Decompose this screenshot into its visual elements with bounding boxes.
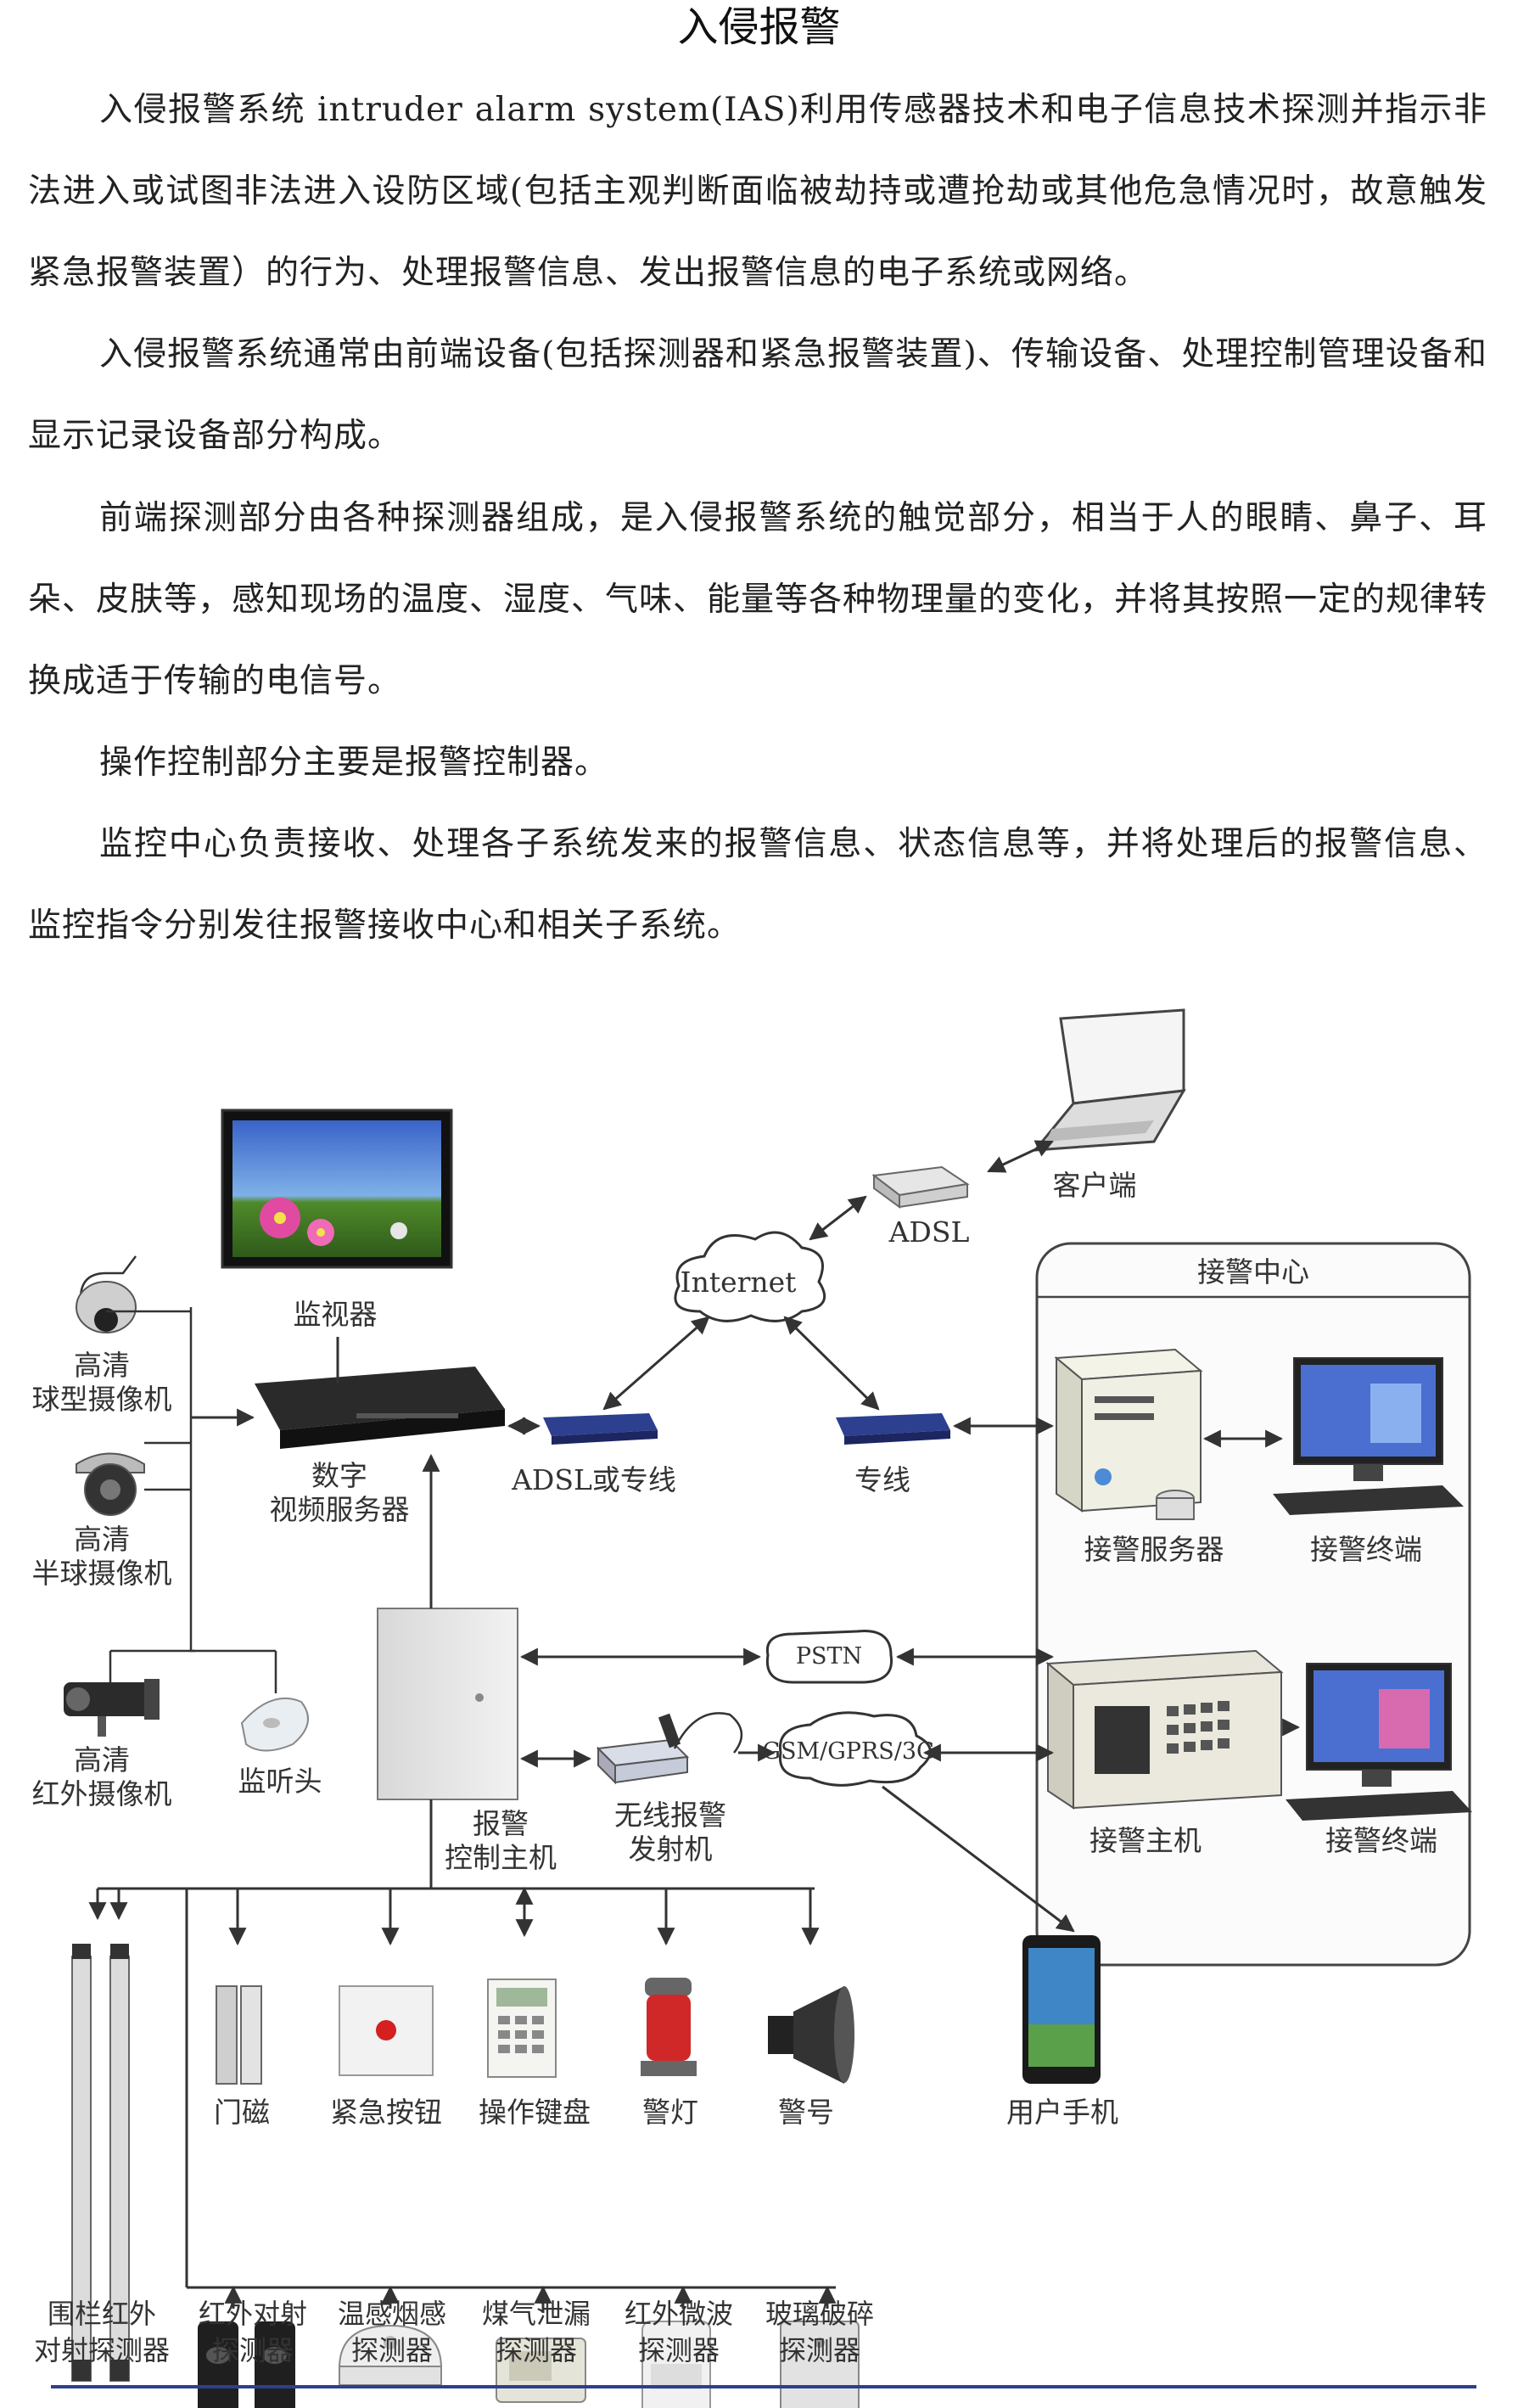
door-magnet-icon — [216, 1985, 262, 2085]
gas-label-1: 煤气泄漏 — [482, 2298, 591, 2330]
gsm-label: GSM/GPRS/3G — [762, 1738, 934, 1765]
keypad-label: 操作键盘 — [479, 2096, 591, 2129]
ir-camera-label-1: 高清 — [74, 1743, 130, 1777]
receiving-terminal-1-icon — [1273, 1357, 1464, 1515]
alarm-lamp-label: 警灯 — [642, 2096, 698, 2129]
alarm-system-diagram: 接警中心 监视器 数字 视频服务器 高清 球型摄像机 高清 半球摄像机 高 — [32, 1008, 1472, 2408]
emergency-button-icon — [339, 1985, 434, 2076]
half-dome-camera-label-1: 高清 — [74, 1523, 130, 1556]
door-magnet-label: 门磁 — [214, 2096, 270, 2129]
video-server-icon — [255, 1367, 505, 1449]
ir-camera-icon — [64, 1679, 160, 1737]
receiving-server-icon — [1054, 1348, 1203, 1520]
wireless-transmitter-icon — [596, 1712, 742, 1785]
paragraph-1: 入侵报警系统 intruder alarm system(IAS)利用传感器技术… — [28, 91, 1487, 292]
user-phone-icon — [1022, 1935, 1101, 2084]
dome-camera-label-1: 高清 — [74, 1349, 130, 1382]
fence-infrared-detector-icon — [71, 1944, 130, 2382]
pir-label-2: 探测器 — [638, 2334, 720, 2366]
pir-label-1: 红外微波 — [625, 2298, 733, 2330]
wireless-label-2: 发射机 — [629, 1833, 713, 1866]
monitor-icon — [221, 1109, 453, 1269]
keypad-icon — [487, 1979, 557, 2078]
pickup-label: 监听头 — [238, 1765, 322, 1798]
page-title: 入侵报警 — [677, 3, 841, 51]
alarm-control-host-icon — [377, 1608, 518, 1800]
monitor-label: 监视器 — [294, 1298, 378, 1331]
alarm-host-label-2: 控制主机 — [445, 1841, 557, 1874]
glass-label-1: 玻璃破碎 — [765, 2298, 874, 2330]
video-server-label-1: 数字 — [311, 1459, 367, 1492]
wireless-label-1: 无线报警 — [614, 1799, 726, 1832]
user-phone-label: 用户手机 — [1006, 2096, 1118, 2129]
internet-label: Internet — [681, 1266, 797, 1299]
detector-labels: 围栏红外 对射探测器 红外对射 探测器 温感烟感 探测器 煤气泄漏 探测器 红外… — [34, 2298, 1476, 2388]
dome-camera-icon — [76, 1255, 137, 1333]
siren-icon — [768, 1986, 854, 2084]
adsl-label: ADSL — [888, 1215, 970, 1249]
ir-beam-label-1: 红外对射 — [199, 2298, 307, 2330]
smoke-label-2: 探测器 — [351, 2334, 433, 2366]
paragraph-3: 前端探测部分由各种探测器组成，是入侵报警系统的触觉部分，相当于人的眼睛、鼻子、耳… — [28, 499, 1488, 700]
glass-label-2: 探测器 — [779, 2334, 860, 2366]
receiving-host-icon — [1045, 1649, 1284, 1810]
internet-cloud — [674, 1231, 826, 1322]
adsl-line-label: ADSL或专线 — [511, 1463, 676, 1496]
pickup-icon — [240, 1697, 309, 1752]
smoke-detector-icon — [338, 2324, 443, 2386]
alarm-host-label-1: 报警 — [473, 1807, 529, 1840]
half-dome-camera-label-2: 半球摄像机 — [32, 1557, 172, 1590]
gas-label-2: 探测器 — [496, 2334, 577, 2366]
receiving-server-label: 接警服务器 — [1084, 1533, 1224, 1566]
emergency-button-label: 紧急按钮 — [330, 2096, 442, 2129]
paragraph-4: 操作控制部分主要是报警控制器。 — [99, 744, 609, 782]
fence-detector-label-1: 围栏红外 — [48, 2298, 156, 2330]
pstn-label: PSTN — [796, 1643, 862, 1670]
video-server-label-2: 视频服务器 — [270, 1493, 410, 1526]
ir-beam-label-2: 探测器 — [212, 2334, 294, 2366]
pstn-cloud — [765, 1630, 893, 1684]
paragraph-2: 入侵报警系统通常由前端设备(包括探测器和紧急报警装置)、传输设备、处理控制管理设… — [28, 335, 1487, 455]
receiving-host-label: 接警主机 — [1089, 1824, 1202, 1857]
dome-camera-label-2: 球型摄像机 — [32, 1383, 172, 1416]
alarm-center-title: 接警中心 — [1197, 1255, 1309, 1288]
client-label: 客户端 — [1053, 1169, 1137, 1202]
receiving-terminal-2-icon — [1286, 1663, 1472, 1821]
fence-detector-label-2: 对射探测器 — [34, 2334, 170, 2366]
half-dome-camera-icon — [76, 1452, 145, 1516]
adsl-router-icon — [543, 1413, 658, 1445]
dedicated-line-label: 专线 — [854, 1463, 910, 1496]
receiving-terminal-1-label: 接警终端 — [1310, 1533, 1422, 1566]
siren-label: 警号 — [778, 2096, 834, 2129]
paragraph-5: 监控中心负责接收、处理各子系统发来的报警信息、状态信息等，并将处理后的报警信息、… — [28, 825, 1487, 945]
receiving-terminal-2-label: 接警终端 — [1325, 1824, 1437, 1857]
adsl-modem-icon — [871, 1165, 970, 1209]
laptop-icon — [1032, 1008, 1186, 1152]
dedicated-router-icon — [836, 1413, 950, 1445]
smoke-label-1: 温感烟感 — [338, 2298, 446, 2330]
alarm-lamp-icon — [641, 1978, 697, 2076]
ir-camera-label-2: 红外摄像机 — [32, 1777, 172, 1810]
